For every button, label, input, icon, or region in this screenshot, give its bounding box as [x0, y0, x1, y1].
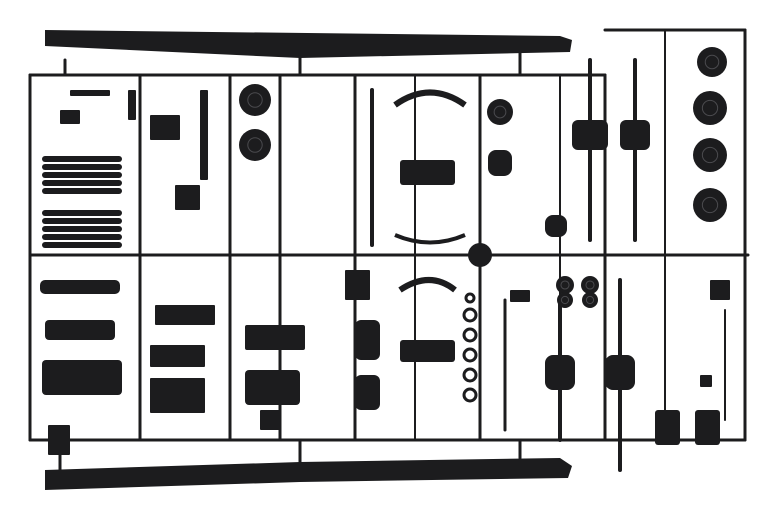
part — [70, 90, 110, 96]
wheel-hub — [704, 54, 720, 70]
tank-part — [355, 320, 380, 360]
fuel-tank-segment — [42, 210, 122, 216]
part — [150, 378, 205, 413]
chassis-rail-bottom — [45, 458, 572, 490]
ring-part — [462, 367, 478, 383]
wheel-hub — [247, 92, 263, 108]
fuel-tank-segment — [42, 164, 122, 170]
part — [60, 110, 80, 124]
crossmember-part — [45, 320, 115, 340]
ring-part — [464, 292, 476, 304]
fuel-tank-segment — [42, 218, 122, 224]
wheel-hub — [247, 137, 263, 153]
wheel-part — [239, 84, 271, 116]
part — [545, 215, 567, 237]
wheel-part — [556, 276, 574, 294]
wheel-part — [487, 99, 513, 125]
wheel-part — [697, 47, 727, 77]
mudflap-part — [655, 410, 680, 445]
part — [175, 185, 200, 210]
part — [345, 270, 370, 300]
part — [700, 375, 712, 387]
fuel-tank-segment — [42, 242, 122, 248]
spring-bracket — [400, 340, 455, 362]
wheel-part — [693, 91, 727, 125]
grille-part — [245, 325, 305, 350]
part — [488, 150, 512, 176]
fuel-tank-segment — [42, 234, 122, 240]
wheel-hub — [493, 105, 507, 119]
tank-part — [355, 375, 380, 410]
chassis-rail-top — [45, 30, 572, 58]
ring-part — [462, 307, 478, 323]
ring-part — [462, 327, 478, 343]
wheel-hub — [560, 280, 570, 290]
fuel-tank-segment — [42, 188, 122, 194]
wheel-hub — [701, 146, 719, 164]
ring-part — [462, 347, 478, 363]
part — [245, 370, 300, 405]
crossmember-part — [40, 280, 120, 294]
leaf-spring — [393, 89, 467, 108]
wheel-hub — [560, 295, 570, 305]
part — [155, 305, 215, 325]
mudflap-part — [695, 410, 720, 445]
wheel-part — [693, 138, 727, 172]
part — [150, 345, 205, 367]
wheel-part — [581, 276, 599, 294]
leaf-spring — [394, 233, 466, 245]
part — [48, 425, 70, 455]
sprue-hub — [468, 243, 492, 267]
spring-bracket — [400, 160, 455, 185]
fuel-tank-segment — [42, 226, 122, 232]
wheel-part — [693, 188, 727, 222]
part — [710, 280, 730, 300]
ring-part — [462, 387, 478, 403]
fuel-tank-segment — [42, 180, 122, 186]
wheel-part — [557, 292, 573, 308]
crossmember-part — [42, 360, 122, 395]
exhaust-part — [200, 90, 208, 180]
leaf-spring — [398, 277, 457, 293]
fuel-tank-segment — [42, 156, 122, 162]
part — [510, 290, 530, 302]
part — [128, 90, 136, 120]
fuel-tank-segment — [42, 172, 122, 178]
part — [260, 410, 280, 430]
wheel-part — [582, 292, 598, 308]
battery-box-part — [150, 115, 180, 140]
wheel-hub — [701, 99, 719, 117]
wheel-hub — [585, 295, 595, 305]
wheel-hub — [585, 280, 595, 290]
wheel-hub — [701, 196, 719, 214]
wheel-part — [239, 129, 271, 161]
